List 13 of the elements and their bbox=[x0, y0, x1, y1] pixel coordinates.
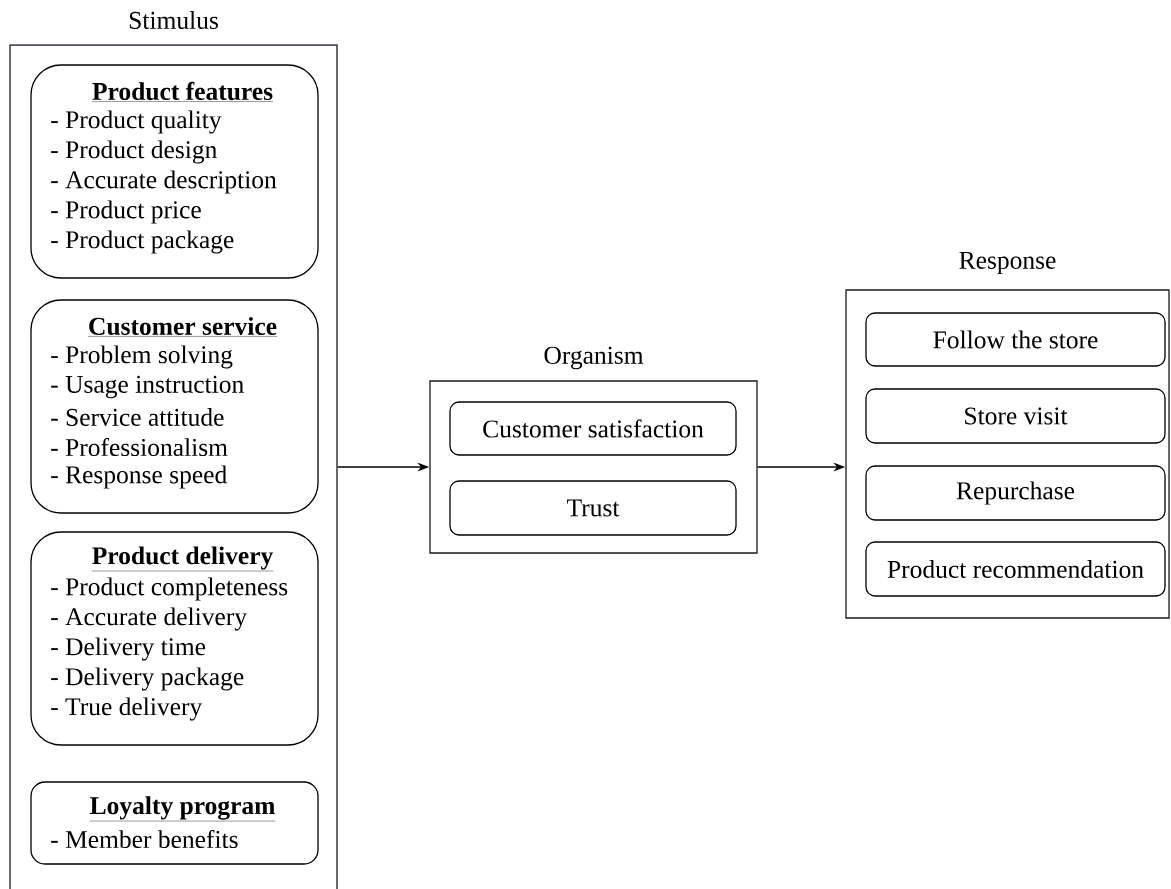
item-box: Follow the store bbox=[865, 312, 1166, 367]
node-label: Response bbox=[959, 251, 1056, 275]
item-box: Product recommendation bbox=[865, 541, 1166, 597]
factor-box: Customer service - Problem solving - Usage instruction - Service attitude - Professionalism - Response speed bbox=[30, 299, 319, 514]
node-label: Stimulus bbox=[129, 11, 218, 29]
factor-box: Product delivery - Product completeness - Accurate delivery - Delivery time - Delivery package - True delivery bbox=[30, 531, 319, 746]
item-box: Repurchase bbox=[865, 465, 1166, 521]
item-box: Customer satisfaction bbox=[449, 401, 737, 456]
item-box: Store visit bbox=[865, 388, 1166, 444]
factor-box: Loyalty program - Member benefits bbox=[30, 781, 319, 865]
item-box: Trust bbox=[449, 480, 737, 536]
factor-box: Product features - Product quality - Product design - Accurate description - Product price - Product package bbox=[30, 64, 319, 279]
node-label: Organism bbox=[544, 346, 644, 370]
